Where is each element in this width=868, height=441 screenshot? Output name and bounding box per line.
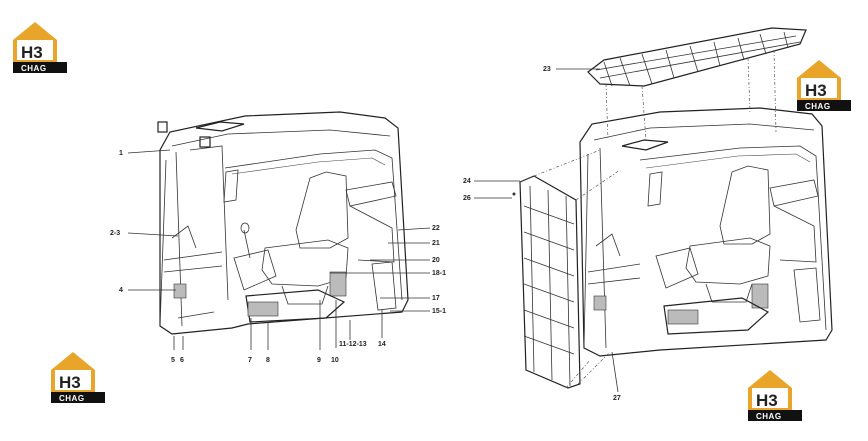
callout-label: 22 — [432, 225, 440, 232]
callout-label: 18-1 — [432, 270, 446, 277]
callout-label: 4 — [119, 287, 123, 294]
logo-wordmark: CHAG — [756, 412, 782, 421]
roof-guard-drawing — [587, 27, 807, 87]
logo-mark: H3 — [756, 391, 778, 410]
logo-mark: H3 — [21, 43, 43, 62]
right-callout-labels: 23 24 26 27 — [463, 66, 621, 402]
brand-logo-top-left: H3 CHAG — [13, 22, 67, 73]
callout-label: 5 — [171, 357, 175, 364]
callout-label: 23 — [543, 66, 551, 73]
left-callout-leaders — [127, 149, 431, 350]
callout-label: 15-1 — [432, 308, 446, 315]
callout-label: 11-12-13 — [339, 341, 367, 348]
brand-logo-bottom-right: H3 CHAG — [748, 370, 802, 421]
brand-logo-bottom-left: H3 CHAG — [51, 352, 105, 403]
brand-logo-top-right: H3 CHAG — [797, 60, 851, 111]
callout-label: 20 — [432, 257, 440, 264]
left-callout-labels: 1 2-3 4 5 6 7 8 9 10 11-12-13 14 15-1 17… — [110, 150, 446, 364]
assembly-projection-lines — [533, 49, 777, 389]
logo-wordmark: CHAG — [21, 64, 47, 73]
logo-wordmark: CHAG — [59, 394, 85, 403]
front-guard-drawing — [519, 175, 581, 389]
callout-label: 24 — [463, 178, 471, 185]
callout-label: 9 — [317, 357, 321, 364]
right-callout-leaders — [474, 68, 619, 393]
callout-label: 26 — [463, 195, 471, 202]
callout-label: 7 — [248, 357, 252, 364]
callout-label: 10 — [331, 357, 339, 364]
logo-wordmark: CHAG — [805, 102, 831, 111]
callout-label: 14 — [378, 341, 386, 348]
left-cab-drawing — [157, 111, 409, 335]
callout-label: 2-3 — [110, 230, 120, 237]
callout-label: 8 — [266, 357, 270, 364]
callout-label: 6 — [180, 357, 184, 364]
logo-mark: H3 — [59, 373, 81, 392]
logo-mark: H3 — [805, 81, 827, 100]
callout-label: 17 — [432, 295, 440, 302]
callout-label: 1 — [119, 150, 123, 157]
callout-label: 21 — [432, 240, 440, 247]
right-cab-drawing — [579, 107, 833, 357]
callout-label: 27 — [613, 395, 621, 402]
